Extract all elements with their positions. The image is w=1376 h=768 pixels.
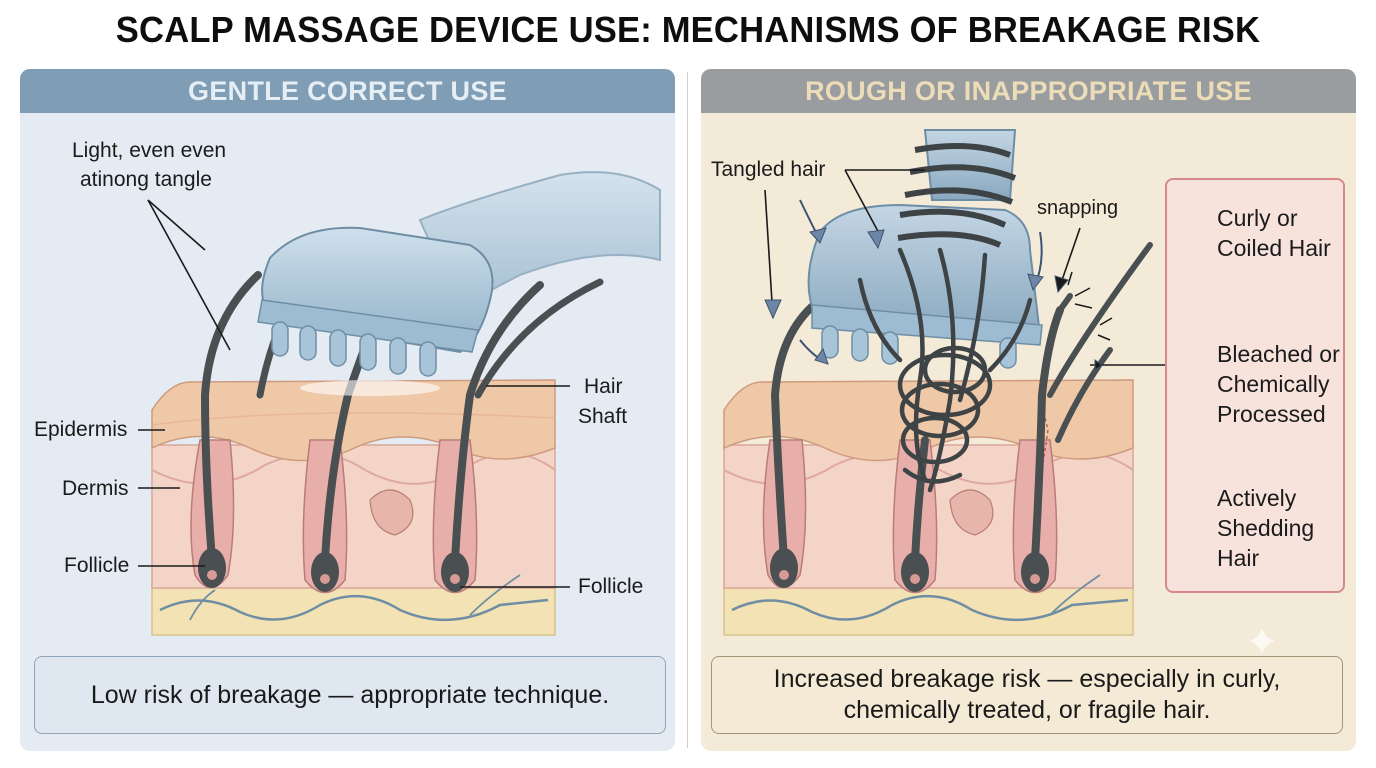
snap-sparks <box>1067 271 1113 341</box>
risk-factor-shedding: Actively Shedding Hair <box>1217 485 1315 571</box>
risk-factor-bleached: Bleached or Chemically Processed <box>1217 341 1340 427</box>
gentle-use-callout-line1: Light, even even <box>72 139 227 162</box>
panel-divider <box>687 72 688 748</box>
rough-use-summary-text: Increased breakage risk — especially in … <box>774 664 1281 726</box>
epidermis-label: Epidermis <box>34 418 128 441</box>
right-hair-strands <box>770 242 1153 564</box>
hair-shaft-label-line1: Hair <box>584 375 623 398</box>
gentle-massage-device <box>257 171 661 396</box>
rough-use-summary: Increased breakage risk — especially in … <box>711 656 1343 734</box>
gentle-use-summary: Low risk of breakage — appropriate techn… <box>34 656 666 734</box>
rough-use-summary-line2: chemically treated, or fragile hair. <box>843 696 1211 724</box>
gentle-use-callout-line2: atinong tangle <box>80 168 212 191</box>
risk-factors-box <box>1165 178 1345 593</box>
tangled-hair-mass <box>857 247 1033 493</box>
gentle-use-summary-text: Low risk of breakage — appropriate techn… <box>90 680 610 709</box>
follicle-label-right: Follicle <box>578 575 644 598</box>
page-title: SCALP MASSAGE DEVICE USE: MECHANISMS OF … <box>115 9 1261 50</box>
sparkle-icon <box>1249 628 1275 654</box>
force-arrows <box>764 199 1103 371</box>
hair-shaft-label-line2: Shaft <box>578 405 628 428</box>
left-callout-lines <box>138 199 570 588</box>
dermis-label: Dermis <box>62 477 129 500</box>
rough-massage-device <box>807 129 1043 369</box>
rough-use-header: ROUGH OR INAPPROPRIATE USE <box>701 69 1356 113</box>
snapping-label: snapping <box>1037 197 1119 219</box>
gentle-use-header: GENTLE CORRECT USE <box>20 69 675 113</box>
risk-factor-curly: Curly or Coiled Hair <box>1217 205 1331 261</box>
rough-use-summary-line1: Increased breakage risk — especially in … <box>773 665 1281 693</box>
tangled-hair-label: Tangled hair <box>711 158 826 181</box>
follicle-label-left: Follicle <box>64 554 130 577</box>
left-skin-cross-section <box>151 379 556 636</box>
